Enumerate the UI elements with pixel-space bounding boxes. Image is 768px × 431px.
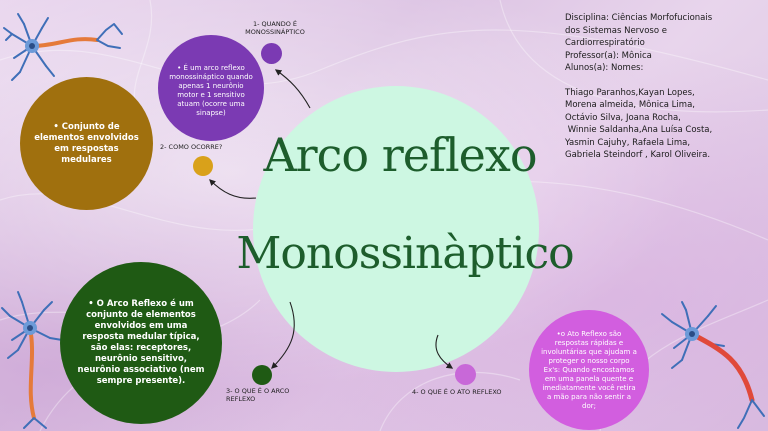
arrow-q2 — [209, 179, 257, 199]
student-names-line: Morena almeida, Mônica Lima, — [565, 100, 695, 110]
professor-line: Professor(a): Mônica — [565, 50, 652, 61]
neuron-icon — [661, 301, 765, 429]
node-dot-q3 — [252, 365, 272, 385]
node-circle-q3: • O Arco Reflexo é um conjunto de elemen… — [60, 262, 222, 424]
node-label-q3: 3- O QUE É O ARCO REFLEXO — [226, 387, 304, 403]
node-circle-q4: •o Ato Reflexo são respostas rápidas e i… — [529, 310, 649, 430]
neuron-icon — [1, 291, 63, 429]
node-dot-q1 — [261, 43, 282, 64]
info-block: Disciplina: Ciências Morfofucionais dos … — [565, 12, 763, 162]
discipline-line-2: dos Sistemas Nervoso e — [565, 25, 667, 36]
node-label-q3-text: 3- O QUE É O ARCO REFLEXO — [226, 387, 290, 403]
arrow-q3 — [271, 301, 295, 369]
node-label-q1-text: 1- QUANDO É MONOSSINÁPTICO — [245, 20, 305, 36]
student-names-line: Gabriela Steindorf , Karol Oliveira. — [565, 150, 711, 160]
student-names-line: Octávio Silva, Joana Rocha, — [565, 112, 681, 123]
node-label-q4: 4- O QUE É O ATO REFLEXO — [412, 388, 502, 396]
student-names-line: Thiago Paranhos,Kayan Lopes, — [565, 87, 695, 98]
arrow-q4 — [435, 334, 454, 369]
neuron-icon — [3, 13, 123, 81]
title-line-2: Monossinàptico — [236, 228, 574, 279]
student-names-line: Yasmin Cajuhy, Rafaela Lima, — [565, 137, 691, 148]
node-circle-q2: • Conjunto de elementos envolvidos em re… — [20, 77, 153, 210]
node-text-q3: • O Arco Reflexo é um conjunto de elemen… — [77, 299, 205, 386]
node-label-q2: 2- COMO OCORRE? — [160, 143, 223, 151]
node-text-q4: •o Ato Reflexo são respostas rápidas e i… — [541, 329, 637, 410]
discipline-line: Disciplina: Ciências Morfofucionais — [565, 13, 713, 23]
node-circle-q1: • É um arco reflexo monossináptico quand… — [158, 35, 264, 141]
node-dot-q4 — [455, 364, 476, 385]
node-dot-q2 — [193, 156, 213, 176]
discipline-line-3: Cardiorrespiratório — [565, 38, 645, 48]
title-line-1: Arco reflexo — [263, 128, 537, 182]
node-text-q1: • É um arco reflexo monossináptico quand… — [169, 64, 253, 117]
central-node — [253, 86, 539, 372]
student-names-line: Winnie Saldanha,Ana Luísa Costa, — [565, 125, 713, 135]
spacer — [565, 75, 763, 87]
arrow-q1 — [274, 69, 311, 109]
students-line: Alunos(a): Nomes: — [565, 63, 644, 73]
node-label-q1: 1- QUANDO É MONOSSINÁPTICO — [230, 20, 320, 36]
node-text-q2: • Conjunto de elementos envolvidos em re… — [34, 121, 139, 165]
